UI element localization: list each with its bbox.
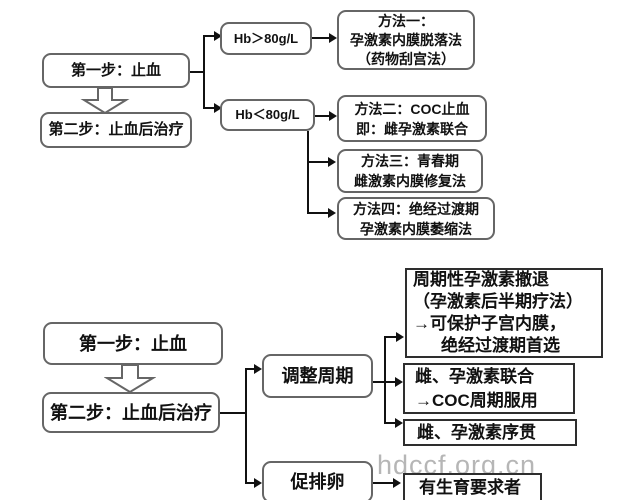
node-progestin-withdrawal-line: 绝经过渡期首选 — [441, 336, 560, 355]
flow-down-arrow-shape — [104, 364, 156, 394]
connector-line — [384, 422, 397, 424]
connector-line — [373, 381, 385, 383]
node-induce-ovulation: 促排卵 — [262, 461, 373, 500]
node-sequential: 雌、孕激素序贯 — [403, 419, 577, 446]
node-method2-line: 方法二：COC止血 — [354, 100, 470, 117]
node-adjust-cycle-label: 调整周期 — [281, 366, 354, 386]
connector-line — [307, 161, 329, 163]
node-step1-bottom: 第一步：止血 — [43, 322, 223, 365]
node-step2-top-label: 第二步：止血后治疗 — [48, 121, 184, 138]
arrowhead-icon — [254, 364, 262, 374]
node-progestin-withdrawal-line: （孕激素后半期疗法） — [413, 292, 583, 311]
arrowhead-icon — [328, 208, 336, 218]
connector-line — [203, 35, 205, 109]
connector-line — [315, 115, 330, 117]
node-method1-line: 方法一： — [378, 12, 434, 29]
node-method1-line: 孕激素内膜脱落法 — [350, 31, 462, 48]
node-method3-line: 雌激素内膜修复法 — [354, 173, 466, 189]
flow-down-arrow — [80, 87, 130, 115]
connector-line — [245, 368, 255, 370]
connector-line — [220, 412, 246, 414]
node-step2-bottom: 第二步：止血后治疗 — [42, 392, 220, 433]
node-combined-coc-line: 雌、孕激素联合 — [415, 366, 534, 386]
node-method1: 方法一： 孕激素内膜脱落法 （药物刮宫法） — [337, 10, 475, 70]
node-step1-top: 第一步：止血 — [42, 53, 190, 88]
node-hb-low: Hb＜80g/L — [220, 99, 315, 131]
node-step2-top: 第二步：止血后治疗 — [40, 112, 192, 148]
node-hb-high-label: Hb＞80g/L — [233, 30, 299, 46]
flow-down-arrow — [104, 364, 156, 394]
node-combined-coc: 雌、孕激素联合 →COC周期服用 — [403, 363, 575, 414]
node-progestin-withdrawal-line: 周期性孕激素撤退 — [413, 270, 549, 289]
node-method2: 方法二：COC止血 即：雌孕激素联合 — [337, 95, 487, 142]
node-method4: 方法四：绝经过渡期 孕激素内膜萎缩法 — [337, 197, 495, 240]
arrowhead-icon — [393, 478, 401, 488]
connector-line — [312, 37, 330, 39]
connector-line — [384, 336, 398, 338]
connector-line — [203, 35, 215, 37]
node-progestin-withdrawal: 周期性孕激素撤退 （孕激素后半期疗法） →可保护子宫内膜， 绝经过渡期首选 — [405, 268, 603, 358]
arrowhead-icon — [395, 377, 403, 387]
arrowhead-icon — [328, 157, 336, 167]
node-induce-ovulation-label: 促排卵 — [290, 472, 345, 492]
connector-line — [307, 131, 309, 214]
node-progestin-withdrawal-line: →可保护子宫内膜， — [413, 314, 566, 333]
node-step1-top-label: 第一步：止血 — [70, 61, 161, 79]
connector-line — [373, 482, 395, 484]
connector-line — [190, 71, 205, 73]
node-fertility-requirement-label: 有生育要求者 — [419, 478, 521, 497]
node-hb-high: Hb＞80g/L — [220, 22, 312, 55]
node-method4-line: 方法四：绝经过渡期 — [353, 200, 479, 217]
node-step2-bottom-label: 第二步：止血后治疗 — [50, 402, 212, 423]
arrowhead-icon — [396, 332, 404, 342]
node-hb-low-label: Hb＜80g/L — [235, 107, 300, 122]
arrowhead-icon — [214, 31, 222, 41]
node-method1-line: （药物刮宫法） — [357, 50, 455, 67]
arrowhead-icon — [329, 111, 337, 121]
connector-line — [245, 369, 247, 484]
node-method3-line: 方法三：青春期 — [361, 153, 459, 169]
flow-down-arrow-shape — [80, 87, 130, 115]
node-adjust-cycle: 调整周期 — [262, 354, 373, 398]
node-fertility-requirement: 有生育要求者 — [403, 473, 542, 500]
connector-line — [384, 381, 397, 383]
connector-line — [245, 482, 255, 484]
connector-line — [384, 337, 386, 424]
arrowhead-icon — [254, 478, 262, 488]
node-combined-coc-line: →COC周期服用 — [415, 390, 538, 410]
connector-line — [307, 212, 329, 214]
node-sequential-label: 雌、孕激素序贯 — [417, 423, 536, 442]
arrowhead-icon — [329, 33, 337, 43]
node-step1-bottom-label: 第一步：止血 — [79, 333, 187, 354]
node-method2-line: 即：雌孕激素联合 — [356, 120, 468, 137]
arrowhead-icon — [395, 418, 403, 428]
node-method3: 方法三：青春期 雌激素内膜修复法 — [337, 149, 483, 193]
node-method4-line: 孕激素内膜萎缩法 — [360, 220, 472, 237]
connector-line — [203, 107, 215, 109]
arrowhead-icon — [214, 103, 222, 113]
